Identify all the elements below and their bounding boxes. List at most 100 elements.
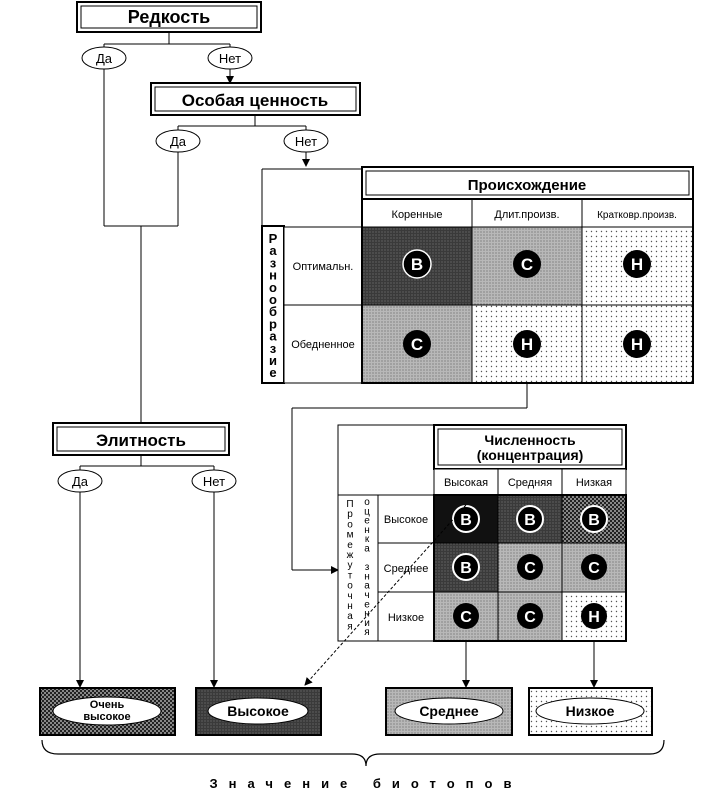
special-yes-label: Да [170,134,187,149]
intermediate-right-char: ц [364,506,370,517]
diversity-row-1: Обедненное [291,339,355,351]
abundance-grade-0-0: В [452,505,480,533]
svg-text:С: С [524,609,536,626]
footer-title: Значение биотопов [210,776,523,791]
intermediate-left-char: н [347,601,353,612]
special-value-title: Особая ценность [182,91,329,110]
origin-matrix: Происхождение Коренные Длит.произв. Крат… [261,166,694,384]
abundance-col-2: Низкая [576,477,612,489]
intermediate-left-char: т [348,570,353,581]
elite-yes-label: Да [72,474,89,489]
abundance-grade-2-0: С [453,603,479,629]
abundance-grade-2-2: Н [581,603,607,629]
elite-title: Элитность [96,431,186,450]
diversity-letters-char: н [269,268,277,283]
abundance-row-1: Среднее [384,563,429,575]
svg-text:Н: Н [521,335,533,354]
diversity-row-0: Оптимальн. [293,261,354,273]
origin-title: Происхождение [468,177,587,194]
diversity-letters-char: з [270,341,277,356]
diversity-letters-char: Р [269,231,278,246]
outcome-high: Высокое [195,687,322,736]
svg-text:В: В [460,512,472,529]
elite-no-oval: Нет [191,469,237,493]
origin-grade-1-2: Н [623,330,651,358]
intermediate-right-char: н [364,571,370,582]
intermediate-left-char: о [347,519,353,530]
abundance-title-1: Численность [484,432,576,448]
origin-grade-0-1: С [513,250,541,278]
rarity-no-label: Нет [219,51,241,66]
diversity-letters-char: о [269,292,277,307]
abundance-row-0: Высокое [384,514,428,526]
svg-text:Н: Н [631,335,643,354]
diversity-letters-char: р [269,316,277,331]
svg-text:В: В [524,512,536,529]
intermediate-left-char: ж [347,550,354,561]
intermediate-left-char: а [347,611,353,622]
outcome-very-high-l1: Очень [90,699,125,711]
origin-col-1: Длит.произв. [494,209,559,221]
special-no-oval: Нет [283,129,329,153]
elite-box: Элитность [52,422,230,456]
elite-no-label: Нет [203,474,225,489]
intermediate-right-char: е [364,516,370,527]
origin-grade-1-0: С [403,330,431,358]
diversity-letters-char: а [269,243,277,258]
diversity-letters-char: е [269,365,276,380]
origin-col-2: Кратковр.произв. [597,210,677,221]
intermediate-right-char: ч [364,590,369,601]
special-value-box: Особая ценность [150,82,361,116]
outcome-very-high: Очень высокое [39,687,176,736]
grouping-brace [41,739,665,767]
intermediate-right-char: н [364,609,370,620]
svg-text:С: С [411,335,423,354]
abundance-grade-0-2: В [580,505,608,533]
origin-grade-0-0: В [402,249,432,279]
origin-grade-0-2: Н [623,250,651,278]
intermediate-right-char: е [364,599,370,610]
outcome-very-high-l2: высокое [83,711,130,723]
diversity-letters-char: и [269,353,277,368]
svg-text:Н: Н [588,609,600,626]
abundance-col-1: Средняя [508,477,552,489]
abundance-grade-1-2: С [581,554,607,580]
origin-col-0: Коренные [392,209,443,221]
outcome-medium: Среднее [385,687,513,736]
intermediate-left-char: е [347,540,353,551]
intermediate-left-char: П [346,499,353,510]
diversity-letters-char: з [270,255,277,270]
svg-text:В: В [411,255,423,274]
outcome-medium-label: Среднее [419,703,479,719]
intermediate-left-char: я [347,621,352,632]
intermediate-right-char: н [364,525,370,536]
abundance-matrix: Численность (концентрация) Высокая Средн… [337,424,627,642]
rarity-yes-label: Да [96,51,113,66]
special-yes-oval: Да [155,129,201,153]
diversity-letters-char: б [269,304,277,319]
diversity-letters-char: о [269,280,277,295]
origin-grade-1-1: Н [513,330,541,358]
svg-text:С: С [524,560,536,577]
intermediate-right-char: и [364,618,370,629]
svg-text:В: В [588,512,600,529]
svg-text:С: С [460,609,472,626]
intermediate-left-char: о [347,581,353,592]
intermediate-left-char: м [347,530,354,541]
rarity-yes-oval: Да [81,46,127,70]
intermediate-left-char: у [348,560,353,571]
rarity-title: Редкость [128,7,210,27]
abundance-grade-1-1: С [517,554,543,580]
elite-yes-oval: Да [57,469,103,493]
intermediate-right-char: о [364,497,370,508]
rarity-box: Редкость [76,1,262,33]
intermediate-right-char: я [364,627,369,638]
outcome-high-label: Высокое [227,703,289,719]
intermediate-right-char: а [364,581,370,592]
intermediate-right-char: а [364,544,370,555]
abundance-grade-0-1: В [516,505,544,533]
outcome-low-label: Низкое [566,703,615,719]
